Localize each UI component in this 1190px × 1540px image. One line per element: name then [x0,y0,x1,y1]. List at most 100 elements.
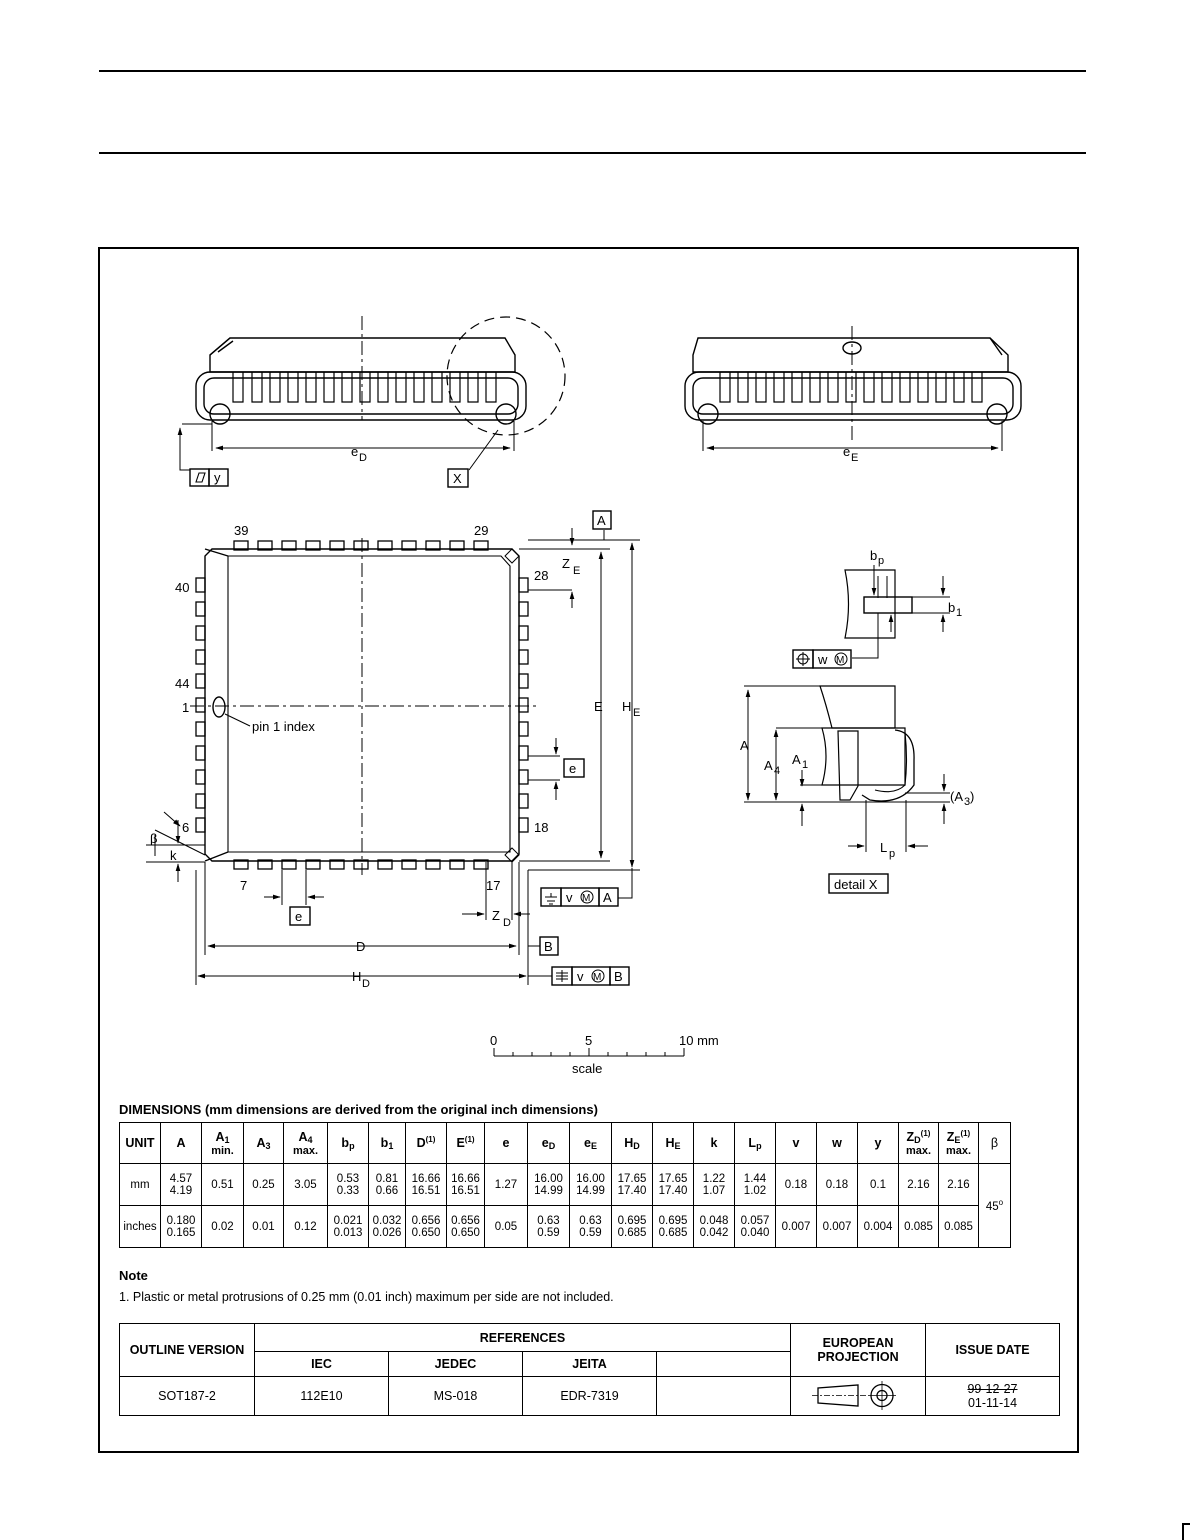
ee-sub: E [851,452,858,464]
page-corner-mark [1182,1523,1190,1540]
mm-ze: 2.16 [938,1163,979,1206]
hd-sub: D [362,978,370,990]
hdr-ee: eE [569,1122,612,1164]
projection-symbol [790,1376,926,1416]
header-rule-top [99,70,1086,72]
svg-text:b: b [870,548,877,563]
e-label-right: e [569,761,576,776]
hdr-beta: β [978,1122,1011,1164]
pin-39-label: 39 [234,523,248,538]
drawing-frame [98,247,1079,1453]
beta-value: 45o [978,1163,1011,1248]
jedec-header: JEDEC [388,1351,523,1377]
hdr-y: y [857,1122,899,1164]
hdr-e-upper: E(1) [446,1122,485,1164]
svg-text:4: 4 [774,765,780,777]
ed-sub: D [359,452,367,464]
outline-references-table: OUTLINE VERSION REFERENCES EUROPEAN PROJ… [119,1323,1060,1416]
in-a4: 0.12 [283,1205,328,1248]
pin-1-label: 1 [182,700,189,715]
in-ze: 0.085 [938,1205,979,1248]
jeita-header: JEITA [522,1351,657,1377]
detail-x-label: detail X [834,877,878,892]
iec-value: 112E10 [254,1376,389,1416]
mm-e-pitch: 1.27 [484,1163,528,1206]
hdr-d: D(1) [405,1122,447,1164]
outline-version-value: SOT187-2 [119,1376,255,1416]
pin-7-label: 7 [240,878,247,893]
svg-text:v: v [566,890,573,905]
mm-a4: 3.05 [283,1163,328,1206]
hdr-hd: HD [611,1122,653,1164]
svg-text:D: D [356,939,365,954]
pin-29-label: 29 [474,523,488,538]
hdr-a: A [160,1122,202,1164]
issue-date-old: 99-12-27 [967,1382,1018,1396]
pin1-index-label: pin 1 index [252,719,315,734]
svg-text:e: e [843,444,850,459]
svg-text:3: 3 [964,796,970,808]
e-label-bottom: e [295,909,302,924]
in-a3: 0.01 [243,1205,284,1248]
k-label: k [170,848,177,863]
svg-text:1: 1 [802,759,808,771]
ze-sub: E [573,565,580,577]
svg-text:): ) [970,789,974,804]
side-view-d: y e D X [177,316,566,488]
svg-text:v: v [577,969,584,984]
in-unit: inches [119,1205,161,1248]
detail-lead-section: b p b 1 w M [792,548,962,669]
svg-text:e: e [351,444,358,459]
svg-text:B: B [614,969,623,984]
hdr-bp: bp [327,1122,369,1164]
pin-44-label: 44 [175,676,189,691]
issue-date-current: 01-11-14 [967,1396,1018,1410]
svg-text:M: M [836,655,844,666]
mm-a1: 0.51 [201,1163,244,1206]
mm-y: 0.1 [857,1163,899,1206]
in-y: 0.004 [857,1205,899,1248]
mm-unit: mm [119,1163,161,1206]
svg-text:(A: (A [950,789,963,804]
hdr-ed: eD [527,1122,570,1164]
svg-text:Z: Z [562,556,570,571]
svg-text:10 mm: 10 mm [679,1033,719,1048]
datum-a-label: A [597,513,606,528]
in-zd: 0.085 [898,1205,939,1248]
hdr-v: v [775,1122,817,1164]
hdr-unit: UNIT [119,1122,161,1164]
svg-text:p: p [889,848,895,860]
dimensions-title: DIMENSIONS (mm dimensions are derived fr… [119,1102,598,1117]
datum-b-label: B [544,939,553,954]
svg-text:scale: scale [572,1061,602,1076]
svg-text:0: 0 [490,1033,497,1048]
svg-text:M: M [582,893,590,904]
in-e-pitch: 0.05 [484,1205,528,1248]
reference-blank-header [656,1351,791,1377]
package-outline-drawing: y e D X e E [146,316,1022,1076]
hdr-k: k [693,1122,735,1164]
in-a1: 0.02 [201,1205,244,1248]
hdr-he: HE [652,1122,694,1164]
note-title: Note [119,1268,148,1283]
he-sub: E [633,707,640,719]
iec-header: IEC [254,1351,389,1377]
hdr-w: w [816,1122,858,1164]
